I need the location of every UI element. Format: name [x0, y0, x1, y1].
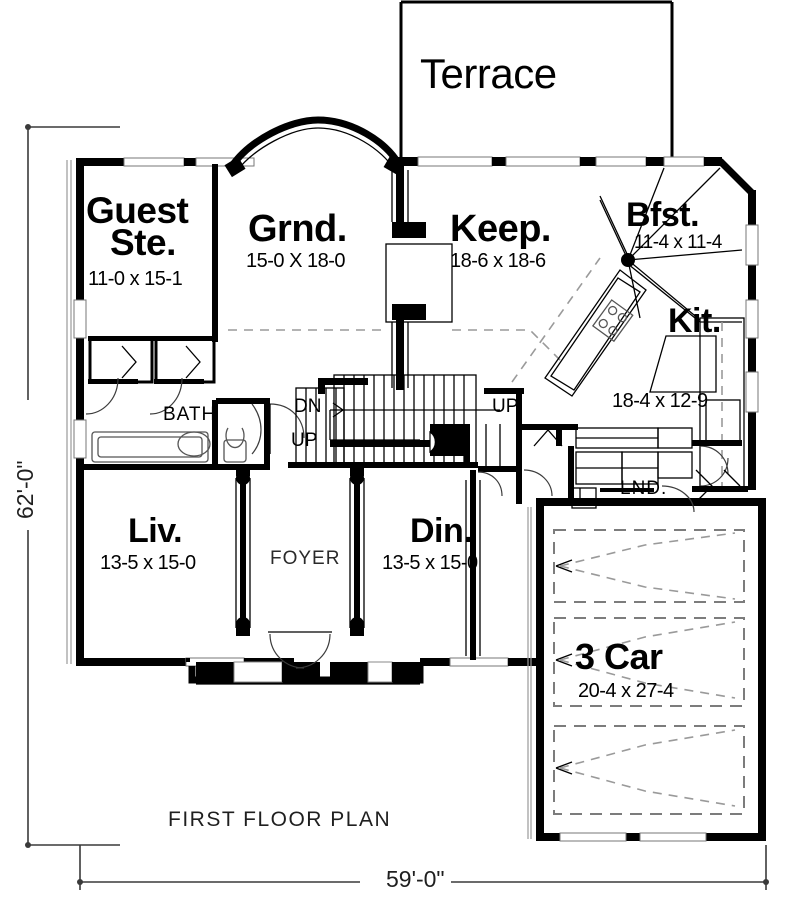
room-label-living: Liv.	[128, 512, 183, 550]
room-dim-dining: 13-5 x 15-0	[382, 552, 478, 574]
grand-ceiling-dash	[228, 329, 561, 361]
room-label-breakfast: Bfst.	[626, 196, 700, 234]
front-wall	[76, 657, 542, 685]
room-label-grand: Grnd.	[248, 208, 347, 250]
kitchen-fixtures	[511, 167, 745, 489]
room-dim-garage: 20-4 x 27-4	[578, 680, 674, 702]
room-dim-living: 13-5 x 15-0	[100, 552, 196, 574]
room-dim-breakfast: 11-4 x 11-4	[634, 232, 722, 253]
room-label-dining: Din.	[410, 512, 473, 550]
terrace-outline	[399, 0, 674, 158]
room-dim-grand: 15-0 X 18-0	[246, 250, 346, 272]
room-label-terrace: Terrace	[420, 50, 557, 97]
room-dim-guest-suite: 11-0 x 15-1	[88, 268, 183, 290]
hall-walls	[477, 424, 522, 497]
room-dim-kitchen: 18-4 x 12-9	[612, 390, 708, 412]
room-label-foyer: FOYER	[270, 548, 341, 569]
room-label-garage: 3 Car	[575, 636, 663, 677]
fireplace	[385, 166, 453, 390]
guest-suite-walls	[84, 164, 305, 470]
garage-outline	[527, 498, 766, 842]
plan-title: FIRST FLOOR PLAN	[168, 808, 392, 831]
overall-width-dimension: 59'-0"	[380, 866, 451, 893]
stairs	[288, 374, 500, 468]
stair-label-up-front: UP	[291, 430, 318, 451]
room-label-bath: BATH	[163, 404, 217, 425]
stair-label-down: DN	[294, 396, 322, 417]
room-dim-keeping: 18-6 x 18-6	[450, 250, 546, 272]
room-label-keeping: Keep.	[450, 208, 551, 250]
laundry-mud-room	[516, 424, 748, 513]
room-label-laundry: LND.	[620, 478, 668, 499]
stair-label-up-rear: UP	[492, 396, 519, 417]
overall-height-dimension: 62'-0"	[12, 454, 39, 525]
room-label-guest-suite-2: Ste.	[110, 222, 176, 263]
interior-walls-front	[235, 466, 481, 669]
room-label-guest-suite: Guest	[86, 190, 189, 231]
room-label-kitchen: Kit.	[668, 302, 721, 340]
keeping-kitchen-wall	[484, 388, 524, 428]
exterior-walls	[66, 116, 759, 666]
